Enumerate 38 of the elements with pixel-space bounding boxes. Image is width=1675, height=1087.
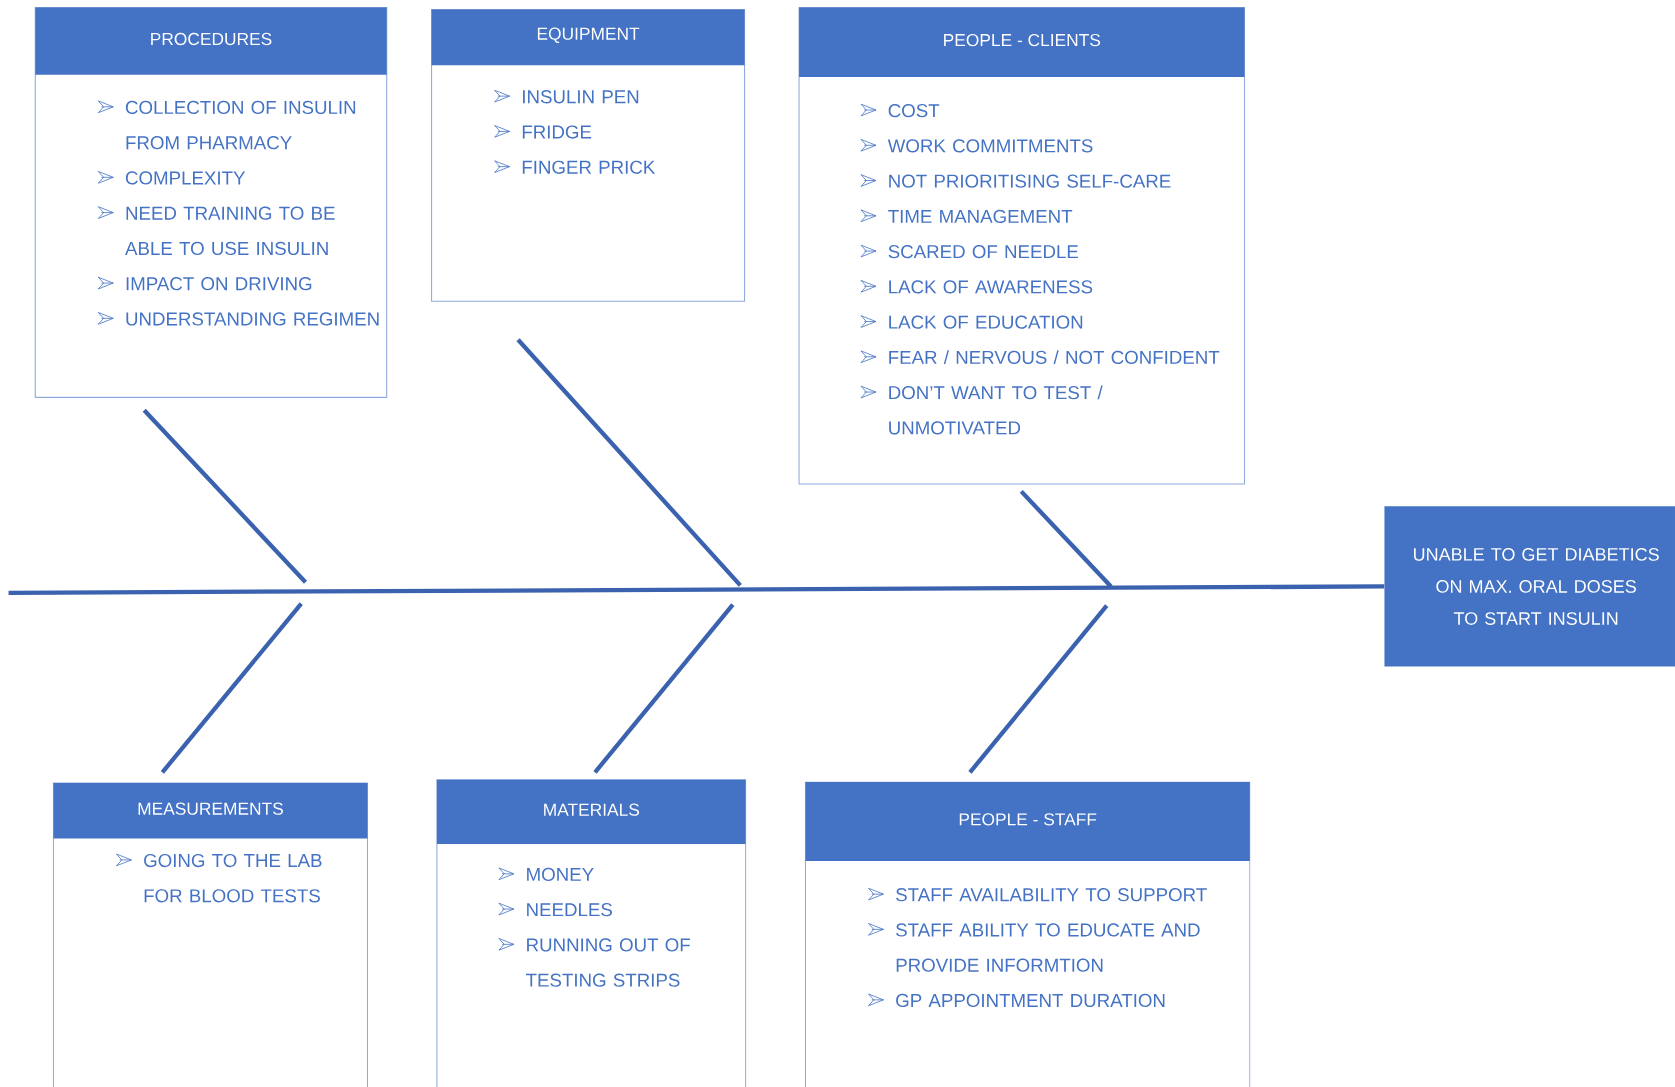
list-item: MONEY bbox=[498, 867, 594, 881]
list-item: LACK OF AWARENESS bbox=[860, 279, 1093, 294]
list-item: NEEDLES bbox=[498, 902, 612, 917]
list-item: TIME MANAGEMENT bbox=[860, 209, 1073, 223]
list-item: COMPLEXITY bbox=[97, 170, 246, 185]
list-item: WORK COMMITMENTS bbox=[860, 138, 1093, 153]
list-item: COLLECTION OF INSULIN FROM PHARMACY bbox=[97, 100, 356, 150]
header-band: MATERIALS bbox=[436, 779, 746, 844]
header-band: PROCEDURES bbox=[35, 7, 387, 75]
list-item: NEED TRAINING TO BE ABLE TO USE INSULIN bbox=[97, 206, 335, 255]
list-item: INSULIN PEN bbox=[494, 89, 639, 104]
header-band: PEOPLE - CLIENTS bbox=[799, 7, 1245, 77]
list-item: FINGER PRICK bbox=[494, 160, 656, 174]
list-item: SCARED OF NEEDLE bbox=[860, 244, 1078, 259]
list-item: STAFF AVAILABILITY TO SUPPORT bbox=[868, 887, 1207, 902]
list-item: DON’T WANT TO TEST / UNMOTIVATED bbox=[860, 385, 1103, 435]
bone-line bbox=[142, 408, 308, 584]
list-item: UNDERSTANDING REGIMEN bbox=[97, 311, 379, 326]
spine-line bbox=[8, 584, 1385, 595]
list-item: NOT PRIORITISING SELF-CARE bbox=[860, 174, 1171, 188]
list-item: FRIDGE bbox=[494, 124, 592, 139]
list-item: COST bbox=[860, 103, 940, 118]
list-item: FEAR / NERVOUS / NOT CONFIDENT bbox=[860, 350, 1220, 364]
list-item: GP APPOINTMENT DURATION bbox=[868, 993, 1165, 1007]
list-item: STAFF ABILITY TO EDUCATE AND PROVIDE INFORMTION bbox=[868, 922, 1200, 972]
effect-box: UNABLE TO GET DIABETICS ON MAX. ORAL DOSES TO START INSULIN bbox=[1384, 506, 1675, 667]
list-item: GOING TO THE LAB FOR BLOOD TESTS bbox=[116, 853, 322, 903]
bone-line bbox=[516, 338, 742, 587]
header-band: MEASUREMENTS bbox=[53, 782, 368, 839]
bone-line bbox=[160, 602, 303, 774]
bone-line bbox=[1019, 489, 1113, 588]
bone-line bbox=[968, 604, 1109, 774]
bone-line bbox=[593, 603, 735, 774]
list-item: LACK OF EDUCATION bbox=[860, 315, 1083, 329]
header-band: EQUIPMENT bbox=[431, 9, 745, 65]
header-band: PEOPLE - STAFF bbox=[805, 781, 1250, 861]
list-item: IMPACT ON DRIVING bbox=[97, 276, 312, 291]
list-item: RUNNING OUT OF TESTING STRIPS bbox=[498, 937, 690, 987]
